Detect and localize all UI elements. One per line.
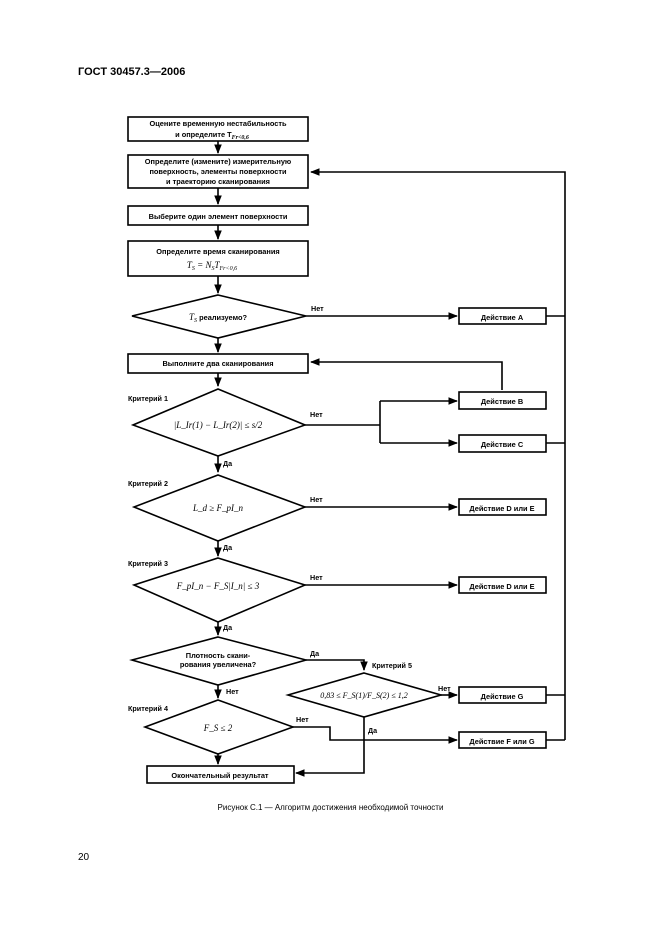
box-define-surface (127, 154, 309, 189)
action-a-label: Действие А (481, 313, 524, 322)
edge-no-d2: Нет (310, 410, 323, 419)
b5-text: Выполните два сканирования (162, 359, 273, 368)
page-header: ГОСТ 30457.3—2006 (78, 66, 186, 78)
box-final-result (146, 765, 295, 784)
d7-text: 0,83 ≤ F_S(1)/F_S(2) ≤ 1,2 (320, 691, 407, 700)
edge-no-d6: Нет (296, 715, 309, 724)
box-two-scans (127, 353, 309, 374)
decision-criterion-3 (131, 557, 308, 623)
b2-line2: поверхность, элементы поверхности (149, 167, 287, 176)
box-define-scan-time (127, 240, 309, 277)
d6-text: F_S ≤ 2 (203, 723, 233, 733)
criterion-1-label: Критерий 1 (128, 394, 168, 403)
decision-criterion-2 (131, 474, 308, 542)
b3-text: Выберите один элемент поверхности (149, 212, 288, 221)
decision-criterion-5 (285, 672, 444, 718)
action-fg-label: Действие F или G (469, 737, 534, 746)
d5-line2: рования увеличена? (180, 660, 257, 669)
action-c-label: Действие С (481, 440, 524, 449)
criterion-4-label: Критерий 4 (128, 704, 168, 713)
d4-text: F_pI_n − F_S|I_n| ≤ 3 (176, 581, 260, 591)
box-estimate-instability (127, 116, 309, 142)
action-b-label: Действие В (481, 397, 523, 406)
b4-line1: Определите время сканирования (156, 247, 279, 256)
edge-yes-d5: Да (310, 649, 320, 658)
b4-formula: TS = NSTFr<0,6 (187, 260, 237, 272)
d5-line1: Плотность скани- (186, 651, 251, 660)
b1-line2: и определите TFr<0,6 (175, 130, 249, 141)
d2-text: |L_Ir(1) − L_Ir(2)| ≤ s/2 (174, 420, 263, 430)
action-b-box (458, 391, 547, 410)
action-de-1-box (458, 498, 547, 516)
action-c-box (458, 434, 547, 453)
edge-no-d5: Нет (226, 687, 239, 696)
action-de-1-label: Действие D или E (469, 504, 534, 513)
edge-no-d7: Нет (438, 684, 451, 693)
criterion-2-label: Критерий 2 (128, 479, 168, 488)
box-select-element (127, 205, 309, 226)
edge-yes-d7: Да (368, 726, 378, 735)
decision-criterion-4 (142, 699, 296, 755)
action-g-label: Действие G (481, 692, 524, 701)
criterion-5-label: Критерий 5 (372, 661, 412, 670)
action-a-box (458, 307, 547, 325)
decision-criterion-1 (130, 388, 308, 457)
edge-yes-d4: Да (223, 623, 233, 632)
b1-line1: Оцените временную нестабильность (149, 119, 287, 128)
page-number: 20 (78, 852, 90, 863)
edge-yes-d2: Да (223, 459, 233, 468)
decision-density-increased (129, 636, 310, 686)
edge-yes-d3: Да (223, 543, 233, 552)
d1-text: TS реализуемо? (189, 312, 247, 324)
d3-text: L_d ≥ F_pI_n (192, 503, 243, 513)
figure-caption: Рисунок С.1 — Алгоритм достижения необхо… (217, 803, 444, 812)
final-text: Окончательный результат (171, 771, 269, 780)
edge-no-d3: Нет (310, 495, 323, 504)
action-de-2-box (458, 576, 547, 594)
action-fg-box (458, 731, 547, 749)
criterion-3-label: Критерий 3 (128, 559, 168, 568)
b2-line1: Определите (измените) измерительную (145, 157, 292, 166)
decision-ts-feasible (131, 294, 307, 339)
b2-line3: и траекторию сканирования (166, 177, 270, 186)
edge-no-d1: Нет (311, 304, 324, 313)
action-g-box (458, 686, 547, 704)
action-de-2-label: Действие D или E (469, 582, 534, 591)
edge-no-d4: Нет (310, 573, 323, 582)
